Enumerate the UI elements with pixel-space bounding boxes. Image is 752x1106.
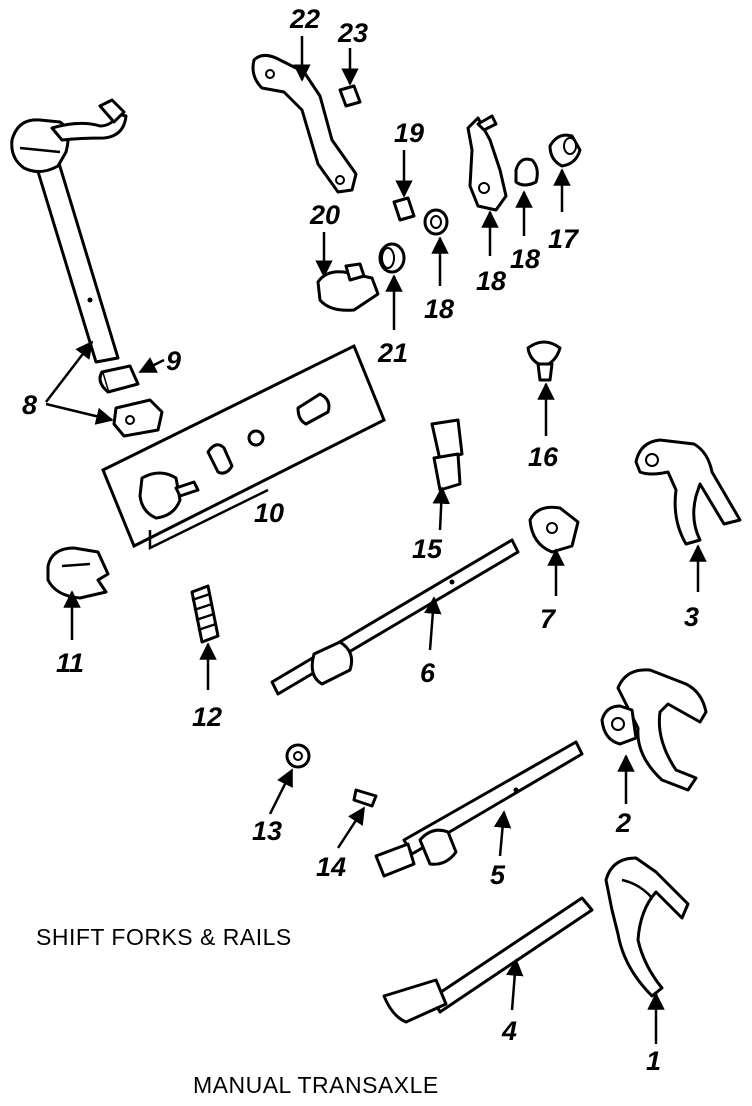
callout-13: 13 (252, 816, 282, 846)
part-11-block (46, 546, 110, 600)
part-2-fork (600, 668, 708, 792)
part-5-rail (374, 740, 584, 878)
part-23-bracket (251, 53, 358, 194)
part-21-bracket (316, 262, 380, 312)
part-4-rail (382, 896, 594, 1024)
callout-14: 14 (316, 852, 346, 882)
callout-8: 8 (22, 390, 37, 420)
callout-12: 12 (192, 702, 222, 732)
part-18-bushing-a (423, 208, 449, 236)
callout-4: 4 (501, 1016, 517, 1046)
callout-9: 9 (166, 346, 181, 376)
part-16-plug (526, 340, 562, 382)
callout-24: 23 (337, 18, 368, 48)
part-3-fork (634, 438, 742, 546)
diagram-title: SHIFT FORKS & RAILS (36, 924, 292, 950)
callout-20: 19 (394, 118, 424, 148)
callout-18-a: 18 (424, 294, 454, 324)
part-18-cap-b (514, 157, 539, 187)
callout-6: 6 (420, 658, 436, 688)
callout-1: 1 (646, 1046, 661, 1076)
callout-16: 16 (528, 442, 559, 472)
part-17-bushing (548, 133, 582, 168)
part-1-fork (604, 856, 690, 998)
part-15-plunger (430, 418, 464, 492)
part-14-pin (352, 788, 378, 808)
part-12-spring (190, 584, 220, 644)
part-8-bushings (98, 364, 164, 438)
part-6-rail (270, 538, 520, 696)
part-20-block (392, 196, 416, 222)
callout-19: 18 (476, 266, 506, 296)
part-8-shift-lever (10, 98, 128, 364)
callout-22: 21 (377, 338, 408, 368)
diagram-subtitle: MANUAL TRANSAXLE (193, 1072, 439, 1098)
part-7-block (528, 505, 580, 554)
callout-2: 2 (615, 808, 631, 838)
callout-11: 11 (56, 648, 84, 678)
callout-18-b: 18 (510, 244, 540, 274)
part-22-bushing (378, 242, 406, 274)
callout-15: 15 (412, 534, 443, 564)
callout-7: 7 (540, 604, 557, 634)
callout-21: 20 (309, 200, 340, 230)
part-10-kit-box (101, 343, 386, 549)
callout-23: 22 (289, 4, 320, 34)
part-13-nut (285, 743, 311, 769)
callout-5: 5 (490, 860, 506, 890)
part-24-clip (338, 84, 362, 108)
callout-17: 17 (548, 224, 580, 254)
callout-3: 3 (684, 602, 699, 632)
callout-10: 10 (254, 498, 284, 528)
part-19-lever (466, 114, 508, 212)
